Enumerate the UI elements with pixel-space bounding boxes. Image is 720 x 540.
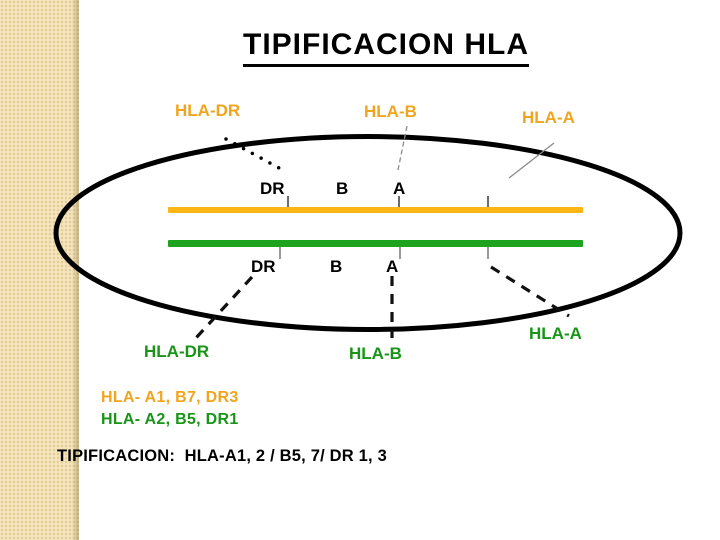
connector-dashed-hla-a-bottom bbox=[490, 265, 570, 318]
label-hla-dr-top: HLA-DR bbox=[175, 101, 241, 120]
typing-result: TIPIFICACION: HLA-A1, 2 / B5, 7/ DR 1, 3 bbox=[57, 447, 387, 465]
locus-a-top: A bbox=[393, 179, 406, 198]
connector-dashed-hla-dr-bottom bbox=[193, 275, 254, 341]
cell-ellipse bbox=[53, 134, 683, 332]
locus-b-top: B bbox=[336, 179, 349, 198]
haplotype-paternal: HLA- A1, B7, DR3 bbox=[101, 389, 239, 406]
label-hla-dr-bottom: HLA-DR bbox=[144, 342, 210, 361]
paternal-chromosome-bar bbox=[168, 207, 583, 213]
page-title: TIPIFICACION HLA bbox=[243, 28, 529, 67]
label-hla-b-bottom: HLA-B bbox=[349, 344, 402, 363]
label-hla-a-top: HLA-A bbox=[522, 108, 575, 127]
connectors-dashed-bottom bbox=[193, 265, 570, 341]
maternal-chromosome-bar bbox=[168, 240, 583, 247]
locus-a-bottom: A bbox=[386, 257, 399, 276]
haplotype-maternal: HLA- A2, B5, DR1 bbox=[101, 411, 239, 428]
locus-b-bottom: B bbox=[330, 257, 343, 276]
label-hla-a-bottom: HLA-A bbox=[529, 324, 582, 343]
connector-thin-hla-b-top bbox=[397, 125, 408, 171]
connector-dotted-hla-dr-top bbox=[224, 137, 283, 171]
locus-dr-bottom: DR bbox=[251, 257, 276, 276]
ticks-bottom-chromosome bbox=[279, 247, 489, 259]
locus-dr-top: DR bbox=[260, 179, 285, 198]
connector-thin-hla-a-top bbox=[508, 142, 555, 179]
label-hla-b-top: HLA-B bbox=[364, 102, 417, 121]
